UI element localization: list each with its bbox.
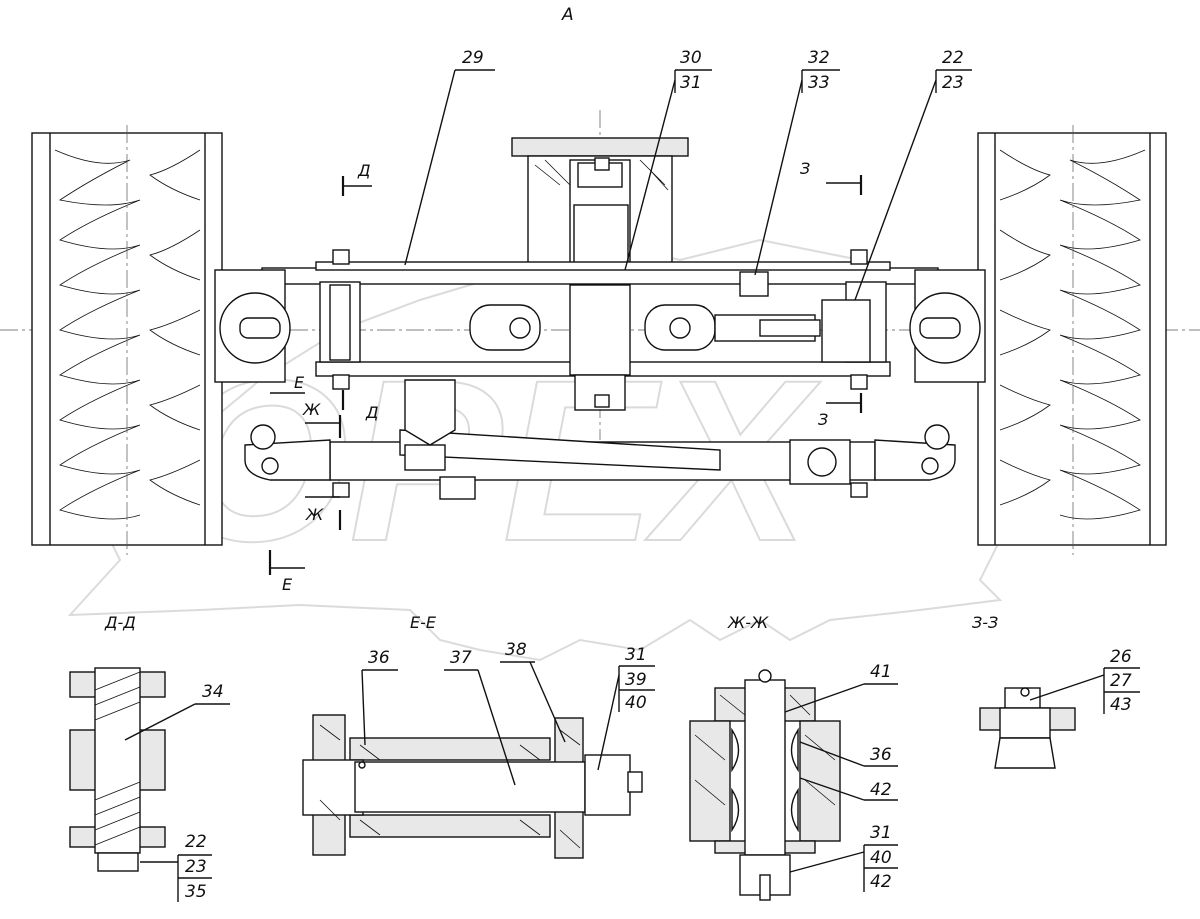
right-wheel xyxy=(977,125,1167,555)
section-markers: Д Д З З Е Ж Ж Е xyxy=(268,159,863,594)
callout-36: 36 xyxy=(368,648,390,668)
callout-42: 42 xyxy=(870,780,892,800)
left-wheel xyxy=(31,125,223,555)
callout-29: 29 xyxy=(462,48,484,68)
callout-27: 27 xyxy=(1110,671,1132,691)
callout-37: 37 xyxy=(450,648,472,668)
section-mark-zh-top: Ж xyxy=(302,400,321,419)
section-mark-d-mid: Д xyxy=(365,403,379,422)
axle-assembly xyxy=(214,137,986,500)
callout-31b: 31 xyxy=(625,645,647,665)
callout-40b: 40 xyxy=(870,848,892,868)
section-title-dd: Д-Д xyxy=(104,613,136,632)
section-zhzh: Ж-Ж 41 36 42 31 40 42 xyxy=(689,613,898,901)
callout-30: 30 xyxy=(680,48,702,68)
view-title: А xyxy=(561,5,574,25)
callout-32: 32 xyxy=(808,48,830,68)
callout-41: 41 xyxy=(870,662,892,682)
callout-35: 35 xyxy=(185,882,207,902)
callout-26: 26 xyxy=(1110,647,1132,667)
callout-23b: 23 xyxy=(185,857,207,877)
callout-22b: 22 xyxy=(185,832,207,852)
callout-23: 23 xyxy=(942,73,964,93)
section-title-zhzh: Ж-Ж xyxy=(727,613,769,632)
section-dd: Д-Д 34 22 23 35 xyxy=(69,613,230,902)
callout-33: 33 xyxy=(808,73,830,93)
section-mark-z-mid: З xyxy=(818,410,828,429)
callout-39: 39 xyxy=(625,670,647,690)
section-zz: З-З 26 27 43 xyxy=(972,613,1140,769)
section-title-ee: Е-Е xyxy=(410,613,437,632)
callout-43: 43 xyxy=(1110,695,1132,715)
section-ee: Е-Е 36 37 38 31 39 40 xyxy=(302,613,655,859)
section-mark-e-top: Е xyxy=(294,373,305,392)
callout-34: 34 xyxy=(202,682,224,702)
section-mark-z-top: З xyxy=(800,159,810,178)
callout-36b: 36 xyxy=(870,745,892,765)
section-mark-e-bot: Е xyxy=(282,575,293,594)
section-title-zz: З-З xyxy=(972,613,998,632)
callout-42b: 42 xyxy=(870,872,892,892)
callout-38: 38 xyxy=(505,640,527,660)
callouts-main: 29 30 31 32 33 22 23 xyxy=(404,48,972,301)
callout-31c: 31 xyxy=(870,823,892,843)
callout-31: 31 xyxy=(680,73,702,93)
callout-40: 40 xyxy=(625,693,647,713)
section-mark-d-top: Д xyxy=(357,161,371,180)
callout-22: 22 xyxy=(942,48,964,68)
section-mark-zh-bot: Ж xyxy=(305,505,324,524)
